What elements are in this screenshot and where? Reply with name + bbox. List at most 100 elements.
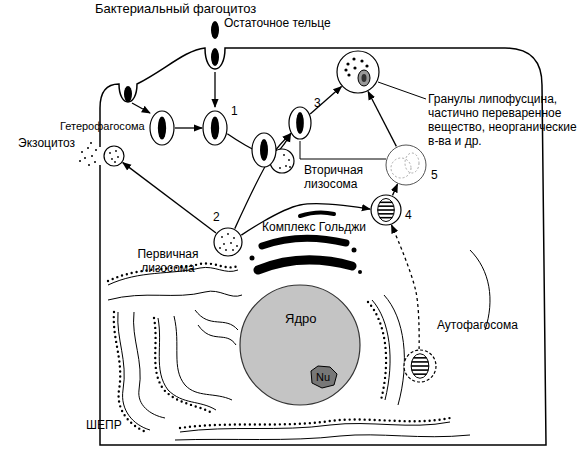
vesicle-outline (104, 146, 124, 166)
node-shape (370, 194, 402, 226)
phagosome: 1 (202, 110, 228, 146)
ribosome-row (154, 318, 214, 414)
vesicle-outline (337, 51, 379, 93)
dot (230, 242, 232, 244)
ribosomes (108, 263, 450, 432)
particle (94, 161, 96, 163)
golgi-cisterna (300, 212, 334, 216)
particle (90, 142, 92, 144)
dot (346, 62, 349, 65)
bracket-line (300, 141, 386, 159)
vesicle (352, 248, 357, 253)
lipofuscin-core (362, 74, 367, 82)
flow-arrow (123, 163, 216, 233)
digested-content (391, 158, 411, 178)
bacterium (296, 112, 304, 134)
dot (288, 159, 290, 161)
vesicle-outline (289, 107, 311, 139)
nucleolus: Nu (308, 365, 338, 389)
exocytosis-particles (79, 142, 97, 166)
dot (219, 247, 221, 249)
node-shape (239, 284, 361, 406)
golgi-vesicles (250, 248, 363, 275)
particle (79, 160, 81, 162)
stripe (413, 357, 426, 359)
enzyme-dots (279, 154, 291, 169)
dot (227, 233, 229, 235)
er-membrane (384, 295, 404, 405)
fusing-phagosome (252, 133, 276, 167)
bacterium (211, 48, 219, 66)
ribosome-row (180, 418, 450, 428)
particle (88, 164, 90, 166)
callout-number: 4 (405, 208, 412, 222)
dot (114, 161, 116, 163)
part-label: Вторичная лизосома (304, 163, 370, 191)
er-membrane (198, 325, 236, 345)
particle (87, 147, 89, 149)
dot (347, 73, 350, 76)
dot (117, 156, 119, 158)
flow-arrow (310, 87, 341, 115)
dot (233, 237, 235, 239)
part-label: ШЕПР (86, 418, 122, 432)
stripe (378, 205, 394, 207)
node-shape (103, 145, 125, 167)
leader-line (378, 82, 426, 99)
dot (279, 167, 281, 169)
bacterium (158, 116, 166, 139)
ribosome-row (368, 302, 386, 400)
dot (232, 249, 234, 251)
er-membrane (195, 310, 238, 330)
part-label: Гранулы липофусцина, частично переваренн… (428, 92, 580, 148)
bacterium (211, 116, 219, 139)
node-shape (202, 110, 228, 146)
stripe (412, 369, 429, 371)
node-label: Остаточное тельце (224, 16, 331, 30)
er-membrane (174, 316, 232, 400)
node-label: Аутофагосома (437, 318, 518, 332)
exocytosis-vesicle: Экзоцитоз (103, 145, 125, 167)
flow-arrow (235, 134, 291, 229)
vesicle-outline (386, 145, 426, 185)
vesicle-outline (203, 111, 227, 145)
flow-arrow (214, 72, 215, 107)
heterophagosome: Гетерофагосома (149, 110, 175, 146)
ribosome-row (114, 312, 146, 432)
flow-arrow (391, 225, 419, 349)
node-label: Экзоцитоз (18, 136, 75, 150)
node-shape (336, 50, 380, 94)
particle (81, 151, 83, 153)
striped-content (378, 198, 395, 221)
dot (109, 152, 111, 154)
part-label: Комплекс Гольджи (262, 220, 366, 234)
er-membrane (175, 435, 470, 440)
digested-content (405, 153, 419, 173)
dot (365, 64, 368, 67)
dot (360, 59, 363, 62)
vesicle-outline (150, 111, 174, 145)
autophagolysosome: 4 (370, 194, 402, 226)
rough-er (108, 250, 490, 440)
primary-lysosome: 2Первичная лизосома (213, 227, 243, 257)
striped-content (411, 354, 429, 378)
bacterium (124, 86, 132, 102)
vesicle (250, 256, 255, 261)
node-shape (288, 106, 312, 140)
secondary-lysosome: 3 (288, 106, 312, 140)
dot (111, 158, 113, 160)
dot (285, 165, 287, 167)
vesicle-outline (371, 195, 401, 225)
dot (283, 154, 285, 156)
callout-number: 5 (431, 168, 438, 182)
dot (344, 68, 347, 71)
residual-body: Остаточное тельце (336, 50, 380, 94)
er-membrane (158, 318, 216, 410)
node-shape (149, 110, 175, 146)
autophagosome: Аутофагосома (403, 349, 437, 383)
er-membrane (372, 300, 390, 400)
stripe (413, 373, 426, 375)
node-shape (213, 227, 243, 257)
flow-arrow (392, 184, 397, 195)
dot (236, 245, 238, 247)
